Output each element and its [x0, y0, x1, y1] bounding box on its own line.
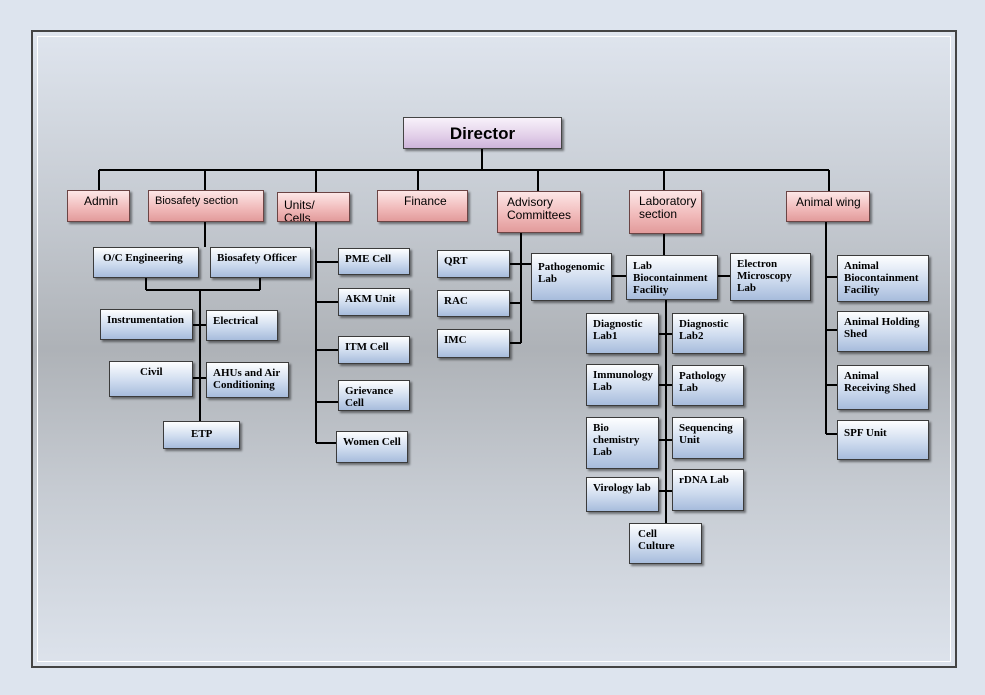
box-akm-unit: AKM Unit: [338, 288, 410, 316]
box-immunology-lab: Immunology Lab: [586, 364, 659, 406]
box-rac: RAC: [437, 290, 510, 317]
box-etp: ETP: [163, 421, 240, 449]
box-pme-cell: PME Cell: [338, 248, 410, 275]
dept-admin: Admin: [67, 190, 130, 222]
box-civil: Civil: [109, 361, 193, 397]
box-itm-cell: ITM Cell: [338, 336, 410, 364]
box-imc: IMC: [437, 329, 510, 358]
box-animal-receiving-shed: Animal Receiving Shed: [837, 365, 929, 410]
dept-animal-wing: Animal wing: [786, 191, 870, 222]
dept-laboratory-section: Laboratory section: [629, 190, 702, 234]
box-electron-microscopy-lab: Electron Microscopy Lab: [730, 253, 811, 301]
director-box: Director: [403, 117, 562, 149]
box-biosafety-officer: Biosafety Officer: [210, 247, 311, 278]
box-ahus-air-conditioning: AHUs and Air Conditioning: [206, 362, 289, 398]
box-grievance-cell: Grievance Cell: [338, 380, 410, 411]
box-diagnostic-lab1: Diagnostic Lab1: [586, 313, 659, 354]
box-pathogenomic-lab: Pathogenomic Lab: [531, 253, 612, 301]
box-qrt: QRT: [437, 250, 510, 278]
box-women-cell: Women Cell: [336, 431, 408, 463]
box-animal-biocontainment-facility: Animal Biocontainment Facility: [837, 255, 929, 302]
chart-inner-border: [37, 36, 951, 662]
box-virology-lab: Virology lab: [586, 477, 659, 512]
dept-advisory-committees: Advisory Committees: [497, 191, 581, 233]
box-diagnostic-lab2: Diagnostic Lab2: [672, 313, 744, 354]
box-cell-culture: Cell Culture: [629, 523, 702, 564]
dept-finance: Finance: [377, 190, 468, 222]
box-lab-biocontainment-facility: Lab Biocontainment Facility: [626, 255, 718, 300]
dept-biosafety-section: Biosafety section: [148, 190, 264, 222]
box-animal-holding-shed: Animal Holding Shed: [837, 311, 929, 352]
dept-units-cells: Units/ Cells: [277, 192, 350, 222]
box-biochemistry-lab: Bio chemistry Lab: [586, 417, 659, 469]
box-oc-engineering: O/C Engineering: [93, 247, 199, 278]
box-pathology-lab: Pathology Lab: [672, 365, 744, 406]
box-spf-unit: SPF Unit: [837, 420, 929, 460]
box-electrical: Electrical: [206, 310, 278, 341]
box-sequencing-unit: Sequencing Unit: [672, 417, 744, 459]
box-rdna-lab: rDNA Lab: [672, 469, 744, 511]
box-instrumentation: Instrumentation: [100, 309, 193, 340]
